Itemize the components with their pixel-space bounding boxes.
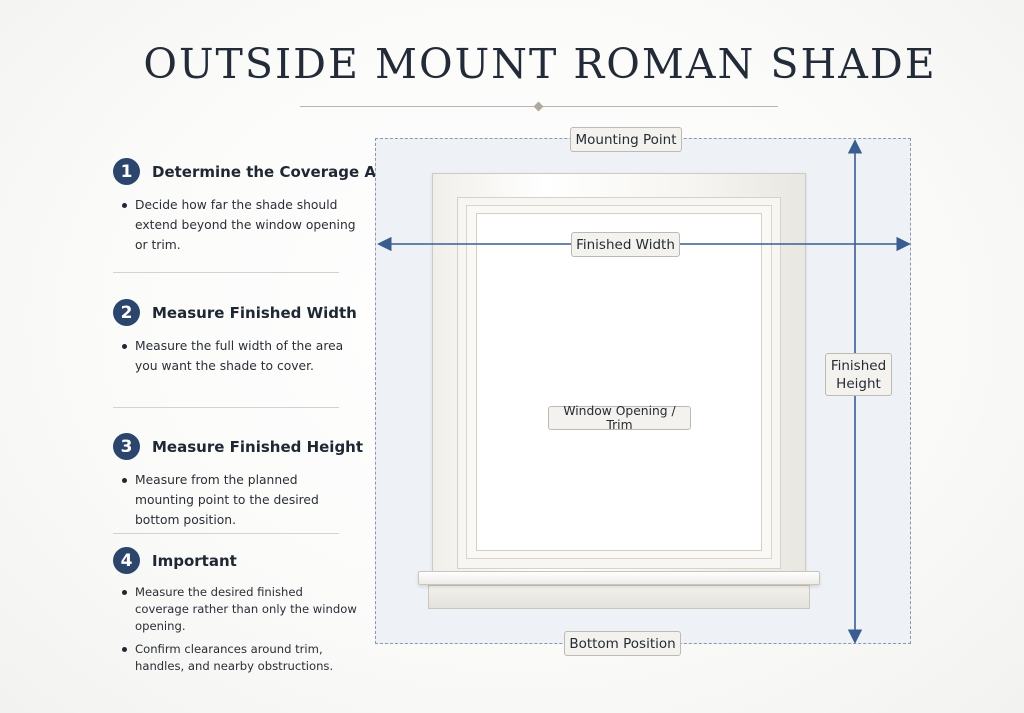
- step-bullet: Measure the full width of the area you w…: [113, 336, 358, 376]
- window-apron: [428, 585, 810, 609]
- step-bullets: Measure from the planned mounting point …: [113, 470, 358, 530]
- step-title: Determine the Coverage Area: [152, 162, 404, 181]
- step-number-badge: 4: [113, 547, 140, 574]
- mounting-point-label: Mounting Point: [570, 127, 682, 152]
- step-bullet: Measure the desired finished coverage ra…: [113, 584, 358, 635]
- finished-width-label: Finished Width: [571, 232, 680, 257]
- step-bullets: Measure the desired finished coverage ra…: [113, 584, 358, 675]
- page-title: OUTSIDE MOUNT ROMAN SHADE: [143, 40, 937, 88]
- window-sill: [418, 571, 820, 585]
- step-number-badge: 3: [113, 433, 140, 460]
- step-bullet: Confirm clearances around trim, handles,…: [113, 641, 358, 675]
- step-3: 3 Measure Finished Height Measure from t…: [113, 433, 363, 534]
- step-bullet: Measure from the planned mounting point …: [113, 470, 358, 530]
- step-number-badge: 2: [113, 299, 140, 326]
- window-opening: [476, 213, 762, 551]
- step-title: Measure Finished Width: [152, 303, 357, 322]
- step-title: Important: [152, 551, 237, 570]
- step-4: 4 Important Measure the desired finished…: [113, 547, 358, 681]
- finished-height-label: Finished Height: [825, 353, 892, 396]
- step-1: 1 Determine the Coverage Area Decide how…: [113, 158, 404, 259]
- step-divider: [113, 272, 339, 273]
- step-2: 2 Measure Finished Width Measure the ful…: [113, 299, 358, 380]
- step-bullets: Measure the full width of the area you w…: [113, 336, 358, 376]
- step-bullets: Decide how far the shade should extend b…: [113, 195, 358, 255]
- step-divider: [113, 533, 339, 534]
- step-bullet: Decide how far the shade should extend b…: [113, 195, 358, 255]
- step-divider: [113, 407, 339, 408]
- window-opening-label: Window Opening / Trim: [548, 404, 691, 432]
- bottom-position-label: Bottom Position: [564, 631, 681, 656]
- step-number-badge: 1: [113, 158, 140, 185]
- step-title: Measure Finished Height: [152, 437, 364, 456]
